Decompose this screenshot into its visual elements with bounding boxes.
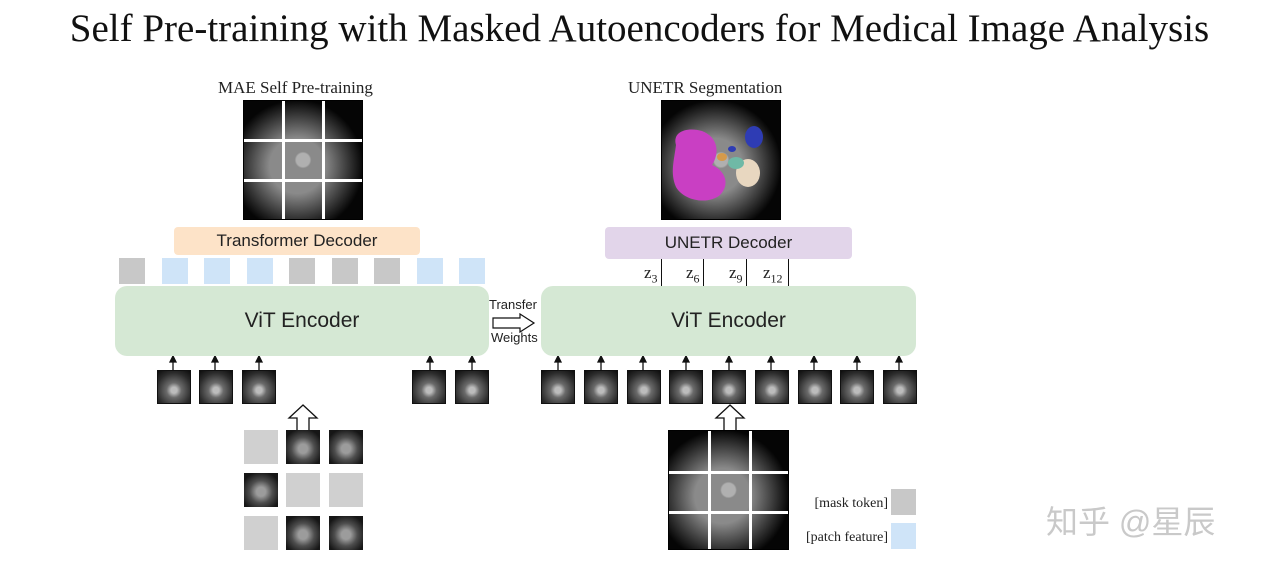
right-input-arrows (553, 356, 904, 372)
visible-patch (199, 370, 233, 404)
legend-feat-label: [patch feature] (806, 530, 888, 545)
right-panel-heading: UNETR Segmentation (628, 78, 783, 97)
patch-feature-token (416, 258, 443, 284)
mask-token (119, 258, 145, 284)
visible-patch (412, 370, 446, 404)
mask-token (331, 258, 358, 284)
skip-connection-label: z9 (729, 263, 743, 286)
full-input-image (668, 430, 789, 550)
legend-mask-swatch (891, 489, 916, 515)
segmentation-ct-image (661, 100, 781, 220)
legend-feat-swatch (891, 523, 916, 549)
unetr-decoder-block: UNETR Decoder (605, 227, 852, 259)
watermark: 知乎 @星辰 (1046, 504, 1216, 540)
transfer-label-line1: Transfer (489, 297, 537, 312)
mask-token (374, 258, 400, 284)
input-patch (840, 370, 875, 404)
patch-feature-token (459, 258, 485, 284)
transformer-decoder-block: Transformer Decoder (174, 227, 420, 255)
input-patch (883, 370, 917, 404)
skip-connection-line (788, 259, 789, 286)
left-panel-heading: MAE Self Pre-training (218, 78, 373, 97)
input-patch (541, 370, 575, 404)
reconstructed-ct-image (243, 100, 363, 220)
mask-token (289, 258, 315, 284)
hollow-up-arrow-icon (714, 404, 746, 432)
legend-mask-label: [mask token] (814, 496, 888, 511)
patch-feature-token (204, 258, 230, 284)
skip-connection-label: z6 (686, 263, 700, 286)
hollow-up-arrow-icon (287, 404, 319, 432)
input-patch (669, 370, 704, 404)
skip-connection-line (746, 259, 747, 286)
visible-patch (455, 370, 489, 404)
transfer-arrow-icon (492, 313, 536, 333)
masked-input-grid (244, 430, 364, 550)
skip-connection-label: z3 (644, 263, 658, 286)
input-patch (583, 370, 618, 404)
transfer-label-line2: Weights (491, 330, 538, 345)
patch-feature-token (161, 258, 188, 284)
patch-feature-token (246, 258, 273, 284)
input-patch (754, 370, 789, 404)
skip-connection-line (661, 259, 662, 286)
skip-connection-label: z12 (763, 263, 783, 286)
page-title: Self Pre-training with Masked Autoencode… (69, 7, 1210, 50)
left-vit-encoder: ViT Encoder (115, 286, 489, 356)
visible-patch (242, 370, 276, 404)
input-patch (712, 370, 746, 404)
input-patch (626, 370, 661, 404)
right-vit-encoder: ViT Encoder (541, 286, 916, 356)
segmentation-overlay (672, 126, 763, 201)
input-patch (797, 370, 832, 404)
skip-connection-line (703, 259, 704, 286)
visible-patch (157, 370, 191, 404)
